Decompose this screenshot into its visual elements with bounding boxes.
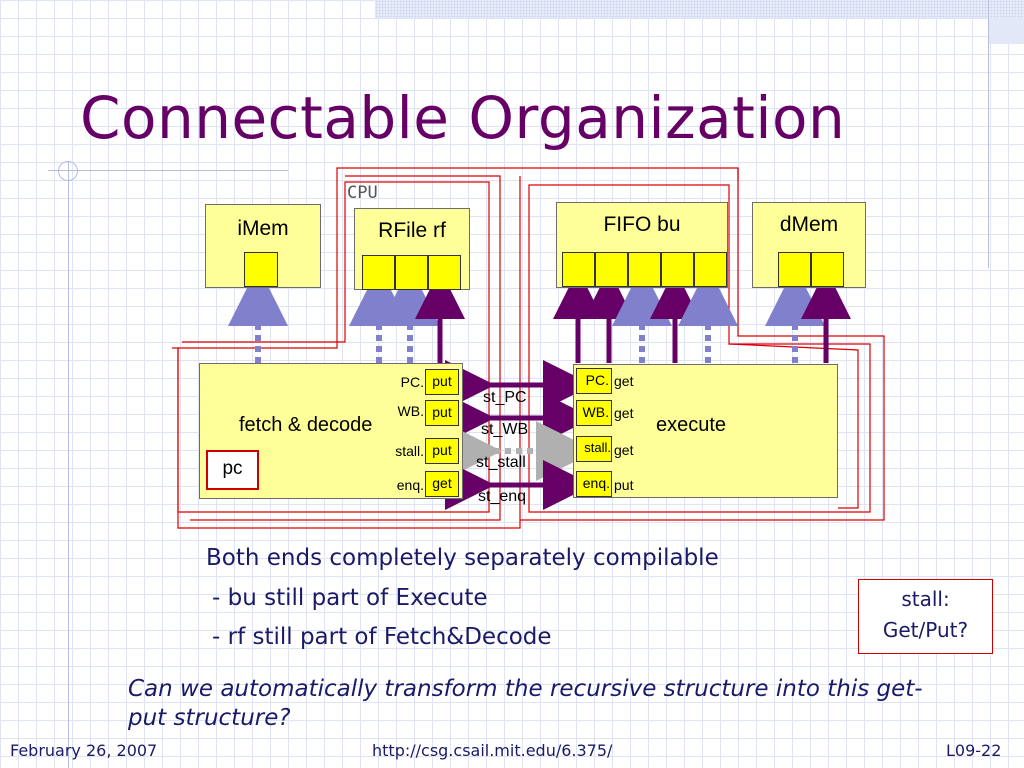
conn-label-wb: st_WB — [481, 421, 529, 438]
fifo-cell-1 — [562, 252, 595, 287]
imem-label: iMem — [237, 217, 289, 240]
dmem-label: dMem — [779, 213, 839, 236]
fetch-port-name-wb: WB. — [397, 403, 424, 419]
imem-cell — [244, 252, 278, 287]
execute-label: execute — [656, 414, 727, 436]
exec-port-op-wb: get — [614, 405, 634, 421]
footer-date: February 26, 2007 — [10, 741, 158, 760]
footer-slide-number: L09-22 — [946, 741, 1002, 760]
exec-port-name-wb: WB. — [576, 400, 612, 426]
conn-label-stall: st_stall — [476, 454, 526, 471]
stall-note-line-2: Get/Put? — [882, 618, 969, 642]
pc-register: pc — [206, 450, 259, 490]
fifo-cell-3 — [628, 252, 661, 287]
connection-arrows — [442, 360, 596, 510]
exec-port-name-pc: PC. — [576, 368, 612, 394]
exec-port-name-enq: enq. — [576, 471, 612, 497]
stall-note-line-1: stall: — [901, 587, 950, 611]
slide-title: Connectable Organization — [80, 84, 846, 152]
vertical-arrows — [228, 266, 851, 363]
decor-circle — [58, 161, 78, 181]
question-text: Can we automatically transform the recur… — [128, 676, 923, 731]
decor-right-line — [988, 0, 989, 268]
fifo-cell-4 — [661, 252, 694, 287]
top-decor-band — [375, 0, 1024, 18]
rfile-label: RFile rf — [378, 219, 446, 242]
stall-note-box: stall: Get/Put? — [858, 579, 993, 654]
right-outline-outer — [520, 168, 885, 521]
fifo-label: FIFO bu — [603, 213, 681, 236]
dmem-cell-1 — [778, 252, 811, 287]
exec-port-op-enq: put — [614, 477, 634, 493]
fetch-port-op-wb: put — [425, 400, 459, 426]
footer-url[interactable]: http://csg.csail.mit.edu/6.375/ — [372, 741, 613, 760]
fetch-decode-label: fetch & decode — [239, 414, 373, 436]
execute-box — [573, 364, 838, 498]
rfile-cell-3 — [428, 255, 461, 290]
exec-port-name-stall: stall. — [576, 436, 612, 462]
dmem-cell-2 — [811, 252, 844, 287]
fifo-cell-2 — [595, 252, 628, 287]
exec-port-op-pc: get — [614, 373, 634, 389]
decor-vertical-line — [68, 162, 69, 768]
conn-label-enq: st_enq — [478, 488, 527, 505]
bullet-sub-1: - bu still part of Execute — [212, 585, 488, 611]
bullet-sub-2: - rf still part of Fetch&Decode — [212, 624, 552, 650]
right-outline-mid — [528, 184, 871, 513]
top-decor-corner — [988, 18, 1024, 44]
conn-label-pc: st_PC — [483, 389, 527, 406]
fetch-port-op-enq: get — [425, 471, 459, 497]
bullet-main: Both ends completely separately compilab… — [206, 545, 719, 571]
fetch-decode-box — [199, 363, 463, 499]
fetch-port-name-pc: PC. — [400, 374, 424, 390]
decor-horizontal-line — [48, 170, 288, 171]
fetch-port-op-stall: put — [425, 438, 459, 464]
rfile-cell-2 — [395, 255, 428, 290]
right-outline-inner — [177, 176, 521, 529]
fetch-port-op-pc: put — [425, 369, 459, 395]
cpu-label: CPU — [347, 183, 378, 203]
fetch-port-name-stall: stall. — [395, 443, 424, 459]
left-outline-inner — [190, 175, 501, 521]
fetch-port-name-enq: enq. — [396, 477, 424, 493]
module-outlines — [172, 167, 885, 529]
fifo-cell-5 — [694, 252, 727, 287]
rfile-cell-1 — [362, 255, 395, 290]
exec-port-op-stall: get — [614, 442, 634, 458]
